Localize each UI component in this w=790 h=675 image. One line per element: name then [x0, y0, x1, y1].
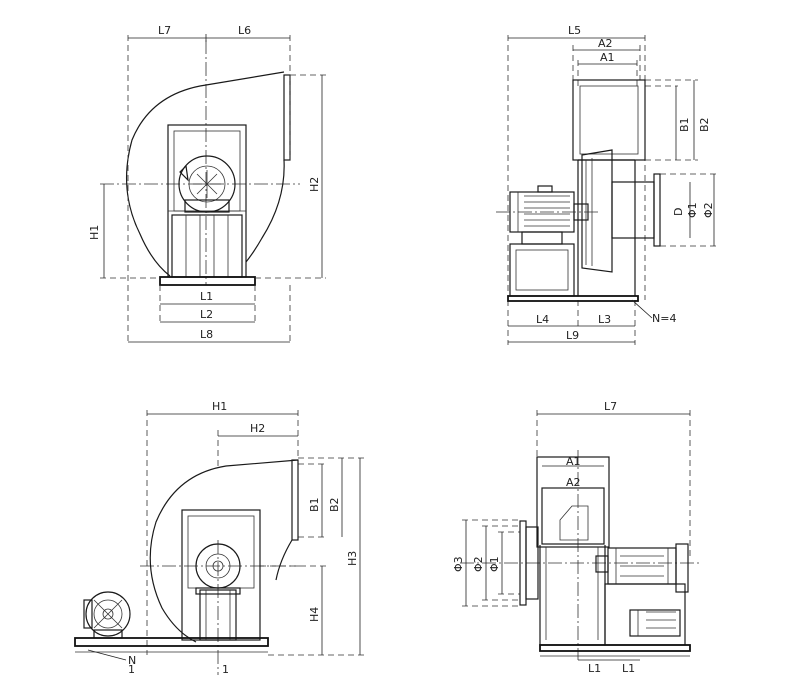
dim-label-h1: H1: [88, 225, 101, 240]
outlet-base-plate: [539, 644, 691, 652]
dim-label-n4: N=4: [652, 312, 676, 325]
front-pedestal: [171, 214, 243, 278]
outlet-view: L7 A1 A2 Φ3 Φ2 Φ1 L1 L1: [452, 400, 700, 675]
outlet-housing: [539, 545, 606, 646]
rear-side-motor: [85, 591, 131, 637]
side-impeller: [581, 149, 613, 273]
rear-pedestal: [199, 589, 237, 641]
dim-label-l5: L5: [568, 24, 581, 37]
dim-label-outlet-a1: A1: [566, 455, 581, 468]
dim-label-l1: L1: [200, 290, 213, 303]
rear-volute-casing: [149, 459, 299, 643]
dim-label-l6: L6: [238, 24, 251, 37]
rear-base-plate: [74, 637, 269, 647]
dim-label-l3: L3: [598, 313, 611, 326]
front-base-plate: [159, 276, 256, 286]
dim-label-h2: H2: [308, 177, 321, 192]
dim-label-b1: B1: [678, 117, 691, 132]
side-base-plate: [507, 295, 639, 302]
dim-label-rear-one-a: 1: [128, 663, 135, 675]
dim-label-phi1: Φ1: [686, 202, 699, 218]
dim-label-outlet-a2: A2: [566, 476, 581, 489]
dim-label-outlet-l1a: L1: [588, 662, 601, 675]
rear-frame: [181, 509, 261, 641]
dim-label-rear-h1: H1: [212, 400, 227, 413]
side-inlet-pipe: [611, 181, 655, 239]
dim-label-l8: L8: [200, 328, 213, 341]
side-outlet-duct: [572, 79, 646, 161]
rear-outlet-flange: [291, 459, 299, 541]
dim-label-rear-b2: B2: [328, 497, 341, 512]
dim-label-rear-h4: H4: [308, 607, 321, 622]
outlet-duct-inner: [541, 487, 605, 545]
dim-label-a1: A1: [600, 51, 615, 64]
dim-label-l4: L4: [536, 313, 549, 326]
dim-label-outlet-l7: L7: [604, 400, 617, 413]
dim-label-l9: L9: [566, 329, 579, 342]
side-fan-housing: [577, 159, 636, 296]
side-inlet-flange: [653, 173, 661, 247]
dim-label-phi2: Φ2: [702, 202, 715, 218]
dim-label-outlet-phi2: Φ2: [472, 556, 485, 572]
dim-label-rear-one-b: 1: [222, 663, 229, 675]
dim-label-l2: L2: [200, 308, 213, 321]
rear-view: H1 H2 B1 B2 H3 H4 N 1 1: [74, 400, 364, 675]
front-motor-frame: [167, 124, 247, 278]
dim-label-l7: L7: [158, 24, 171, 37]
front-outlet-flange: [283, 74, 291, 161]
dim-label-rear-h2: H2: [250, 422, 265, 435]
dim-label-rear-h3: H3: [346, 551, 359, 566]
dim-label-d: D: [672, 208, 685, 216]
dim-label-a2: A2: [598, 37, 613, 50]
outlet-lower-motor: [629, 609, 681, 637]
dim-label-b2: B2: [698, 117, 711, 132]
front-volute-casing: [125, 71, 285, 277]
dim-label-rear-n: N: [128, 654, 136, 667]
dim-label-outlet-phi1: Φ1: [488, 556, 501, 572]
dim-label-rear-b1: B1: [308, 497, 321, 512]
side-view: L5 A2 A1 B1 B2 D Φ1 Φ2 L4 L3 N=4 L9: [496, 24, 718, 345]
dim-label-outlet-phi3: Φ3: [452, 556, 465, 572]
side-pedestal: [509, 243, 575, 297]
outlet-duct-outer: [536, 456, 610, 548]
dim-label-outlet-l1b: L1: [622, 662, 635, 675]
front-view: L7 L6 H1 H2 L1 L2 L8: [88, 24, 326, 345]
